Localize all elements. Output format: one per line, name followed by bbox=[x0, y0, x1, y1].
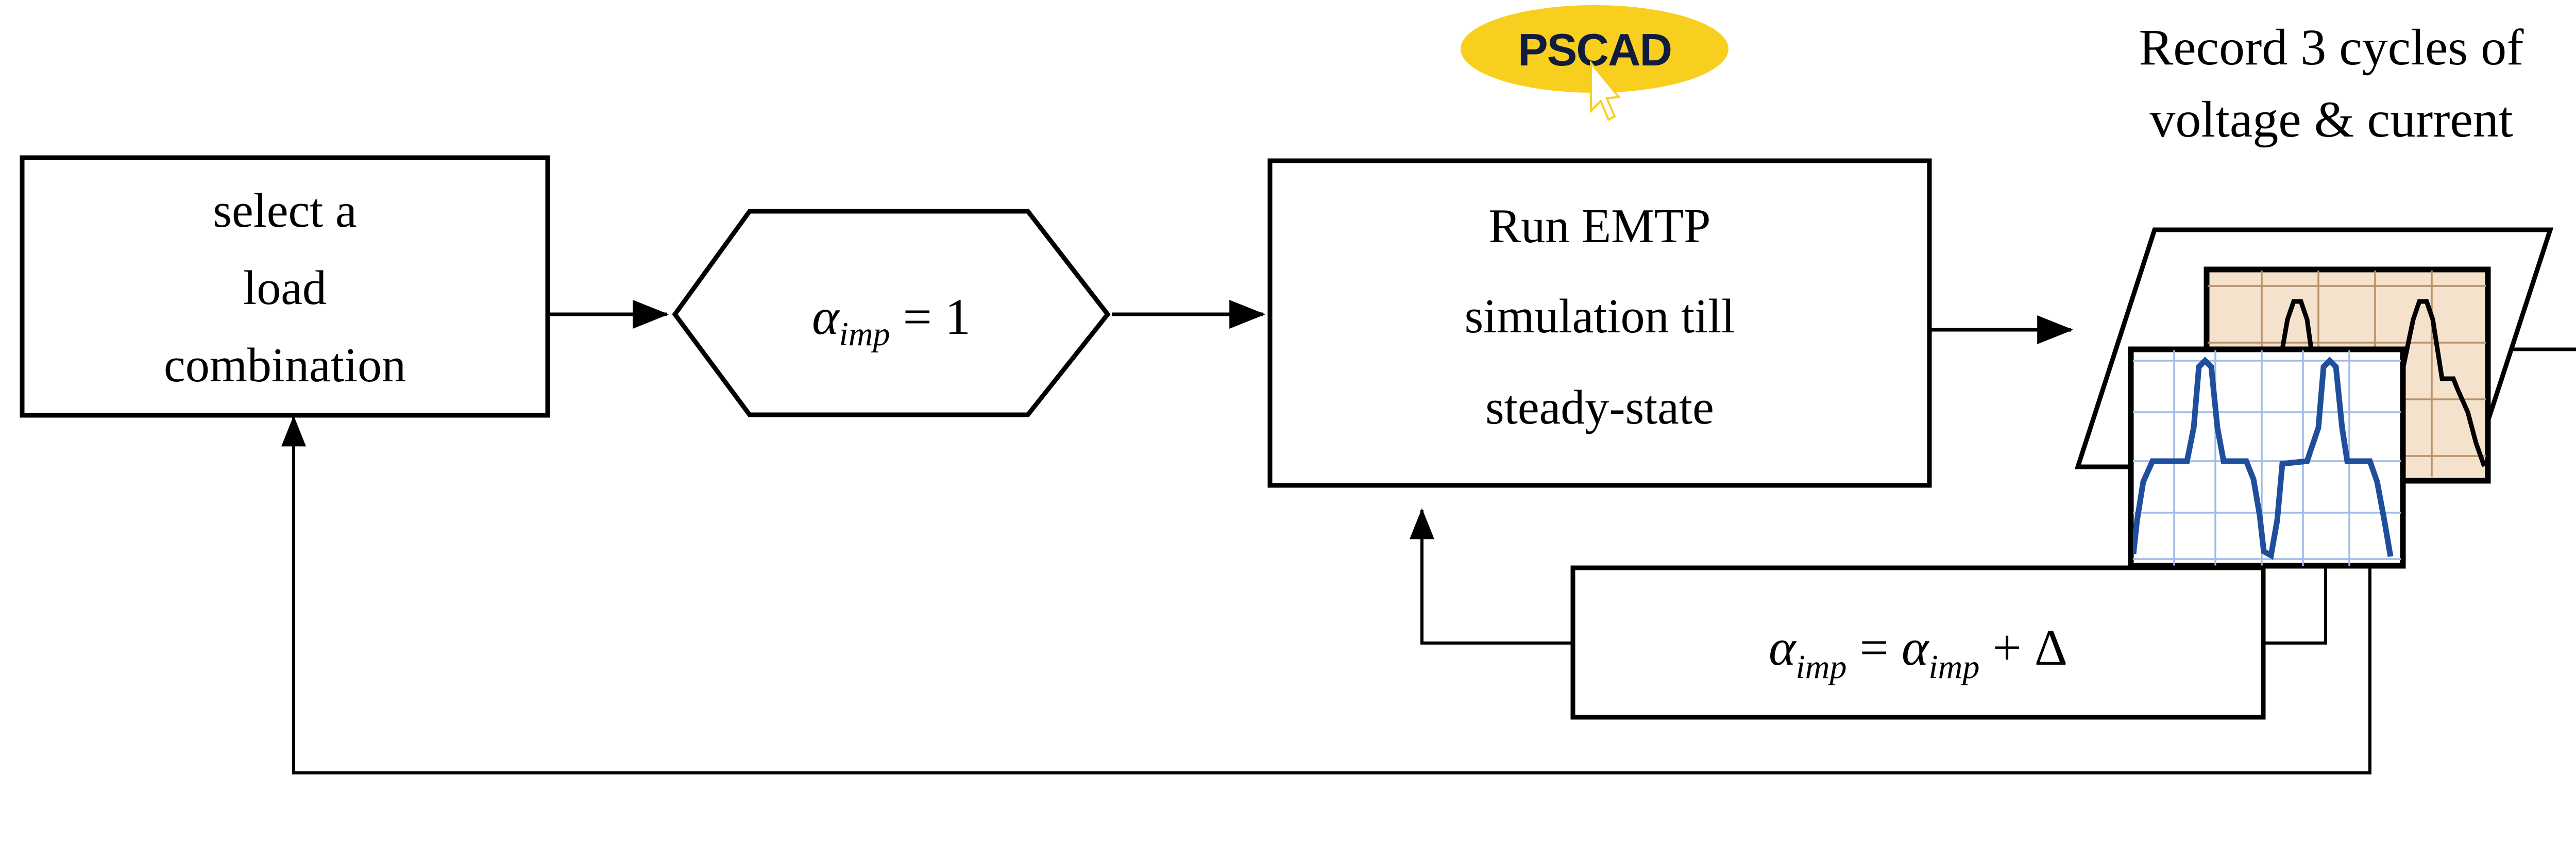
record-caption-line-2: voltage & current bbox=[2149, 91, 2513, 148]
edge-increment-to-run bbox=[1410, 508, 1573, 645]
init-alpha-symbol: α bbox=[812, 288, 840, 345]
waveform-blue-path bbox=[2133, 357, 2394, 560]
run-emtp-line-3: steady-state bbox=[1485, 381, 1714, 434]
pscad-logo-ellipse bbox=[1461, 5, 1728, 93]
cursor-icon bbox=[1590, 60, 1621, 121]
select-load-line-3: combination bbox=[164, 339, 406, 392]
select-load-line-1: select a bbox=[213, 184, 357, 238]
node-init-alpha[interactable]: αimp = 1 bbox=[672, 209, 1111, 417]
node-increment-alpha[interactable]: αimp = αimp + Δ bbox=[1570, 565, 2266, 720]
pscad-logo: PSCAD bbox=[1461, 5, 1728, 121]
init-alpha-subscript: imp bbox=[839, 315, 890, 353]
increment-alpha-box[interactable] bbox=[1570, 565, 2266, 720]
waveform-card-blue bbox=[2128, 346, 2406, 569]
select-load-line-2: load bbox=[243, 261, 327, 315]
increment-alpha-equation: αimp = αimp + Δ bbox=[1769, 619, 2067, 686]
init-alpha-equation: αimp = 1 bbox=[812, 288, 971, 353]
run-emtp-line-1: Run EMTP bbox=[1489, 199, 1711, 253]
node-run-emtp[interactable]: Run EMTP simulation till steady-state bbox=[1267, 158, 1932, 488]
waveform-card-blue-grid bbox=[2133, 350, 2401, 566]
init-alpha-hexagon[interactable] bbox=[672, 209, 1111, 417]
node-record[interactable]: Record 3 cycles of voltage & current bbox=[2074, 19, 2554, 569]
run-emtp-box[interactable] bbox=[1267, 158, 1932, 488]
select-load-box[interactable] bbox=[20, 155, 550, 418]
run-emtp-line-2: simulation till bbox=[1465, 290, 1735, 343]
node-select-load-combination[interactable]: select a load combination bbox=[20, 155, 550, 418]
edge-record-to-select bbox=[281, 415, 2371, 774]
record-caption-line-1: Record 3 cycles of bbox=[2139, 19, 2524, 76]
waveform-card-blue-frame bbox=[2128, 346, 2406, 569]
